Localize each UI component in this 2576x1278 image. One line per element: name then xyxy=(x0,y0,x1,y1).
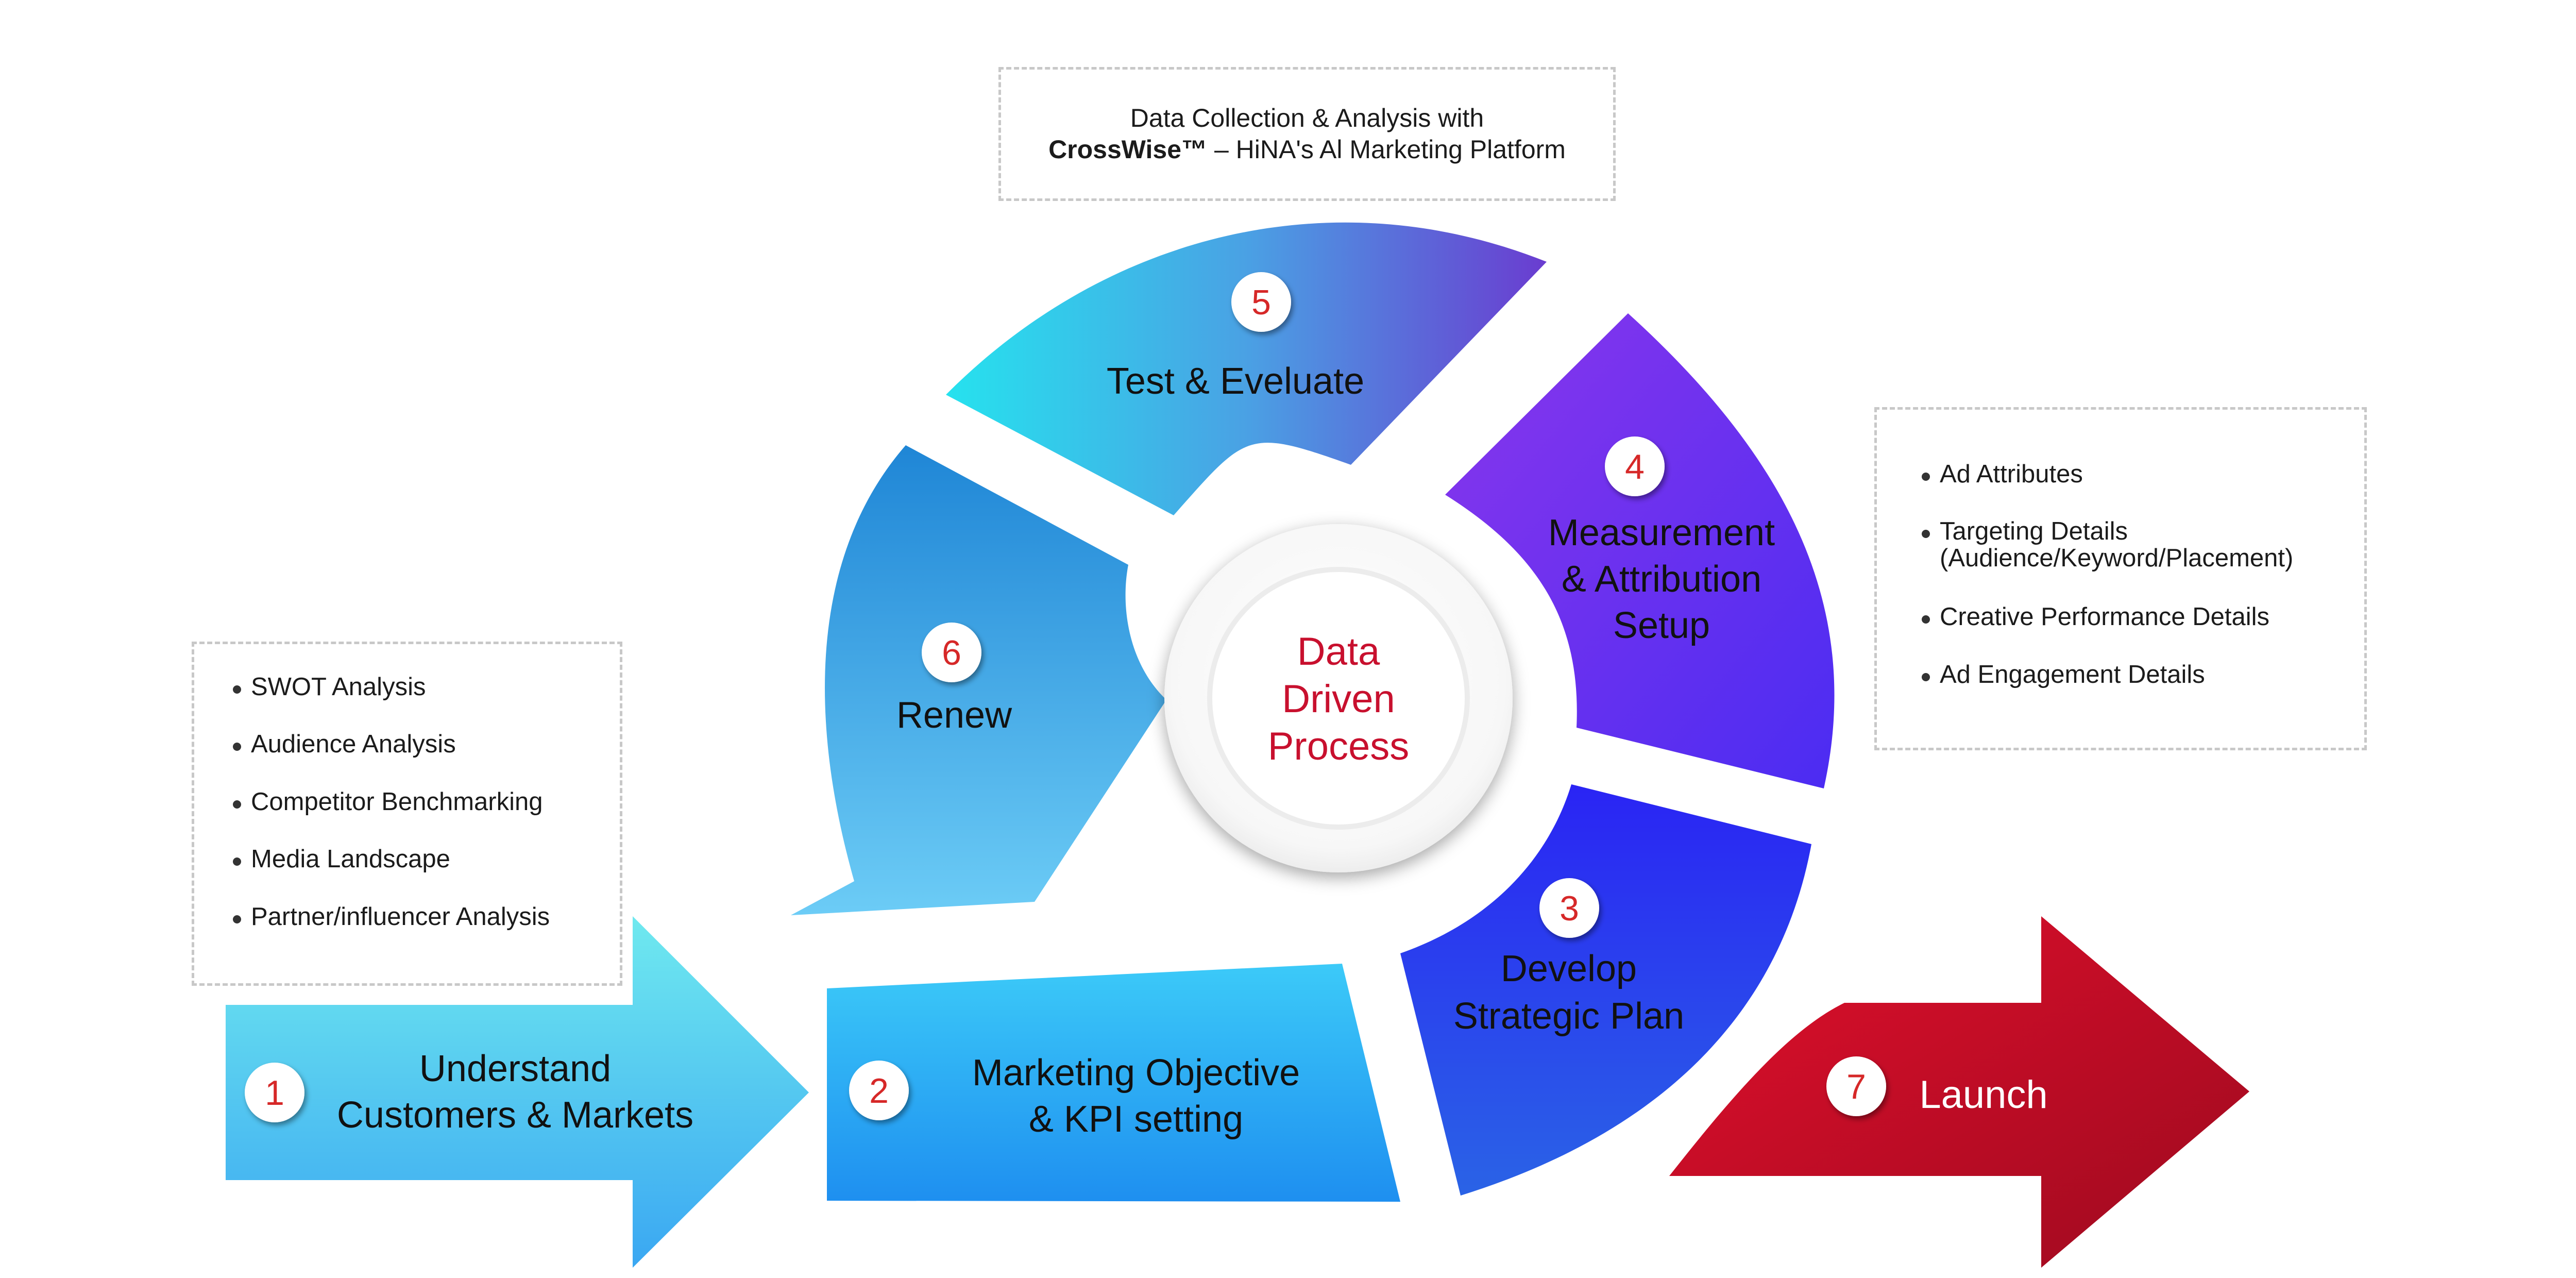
step-2-label-line-2: & KPI setting xyxy=(1029,1099,1243,1140)
step-1-label-line-1: Understand xyxy=(419,1048,611,1089)
bullet-icon xyxy=(1922,530,1930,539)
step-2-block xyxy=(827,964,1400,1202)
measurement-note: Ad Attributes Targeting Details(Audience… xyxy=(1874,407,2367,750)
center-title-line-1: Data xyxy=(1297,630,1380,674)
list-item: SWOT Analysis xyxy=(233,674,620,700)
measurement-list: Ad Attributes Targeting Details(Audience… xyxy=(1922,461,2364,688)
step-7-badge: 7 xyxy=(1826,1056,1886,1116)
bullet-icon xyxy=(233,915,241,923)
step-7-number: 7 xyxy=(1846,1067,1866,1106)
data-collection-note: Data Collection & Analysis with CrossWis… xyxy=(998,67,1616,201)
step-4-number: 4 xyxy=(1625,447,1645,486)
platform-description: – HiNA's Al Marketing Platform xyxy=(1207,135,1566,164)
step-3-number: 3 xyxy=(1560,889,1579,928)
step-1-badge: 1 xyxy=(245,1063,304,1122)
crosswise-brand: CrossWise™ xyxy=(1048,135,1208,164)
step-4-label-line-1: Measurement xyxy=(1548,512,1775,553)
step-5-number: 5 xyxy=(1251,283,1271,322)
step-7-label: Launch xyxy=(1919,1073,2047,1117)
center-title-line-3: Process xyxy=(1268,725,1410,768)
data-collection-note-line-2: CrossWise™ – HiNA's Al Marketing Platfor… xyxy=(1001,134,1613,165)
bullet-icon xyxy=(1922,615,1930,624)
step-4-label-line-2: & Attribution xyxy=(1562,559,1761,600)
step-3-label-line-2: Strategic Plan xyxy=(1453,996,1684,1037)
step-6-number: 6 xyxy=(942,633,961,672)
step-5-segment xyxy=(946,222,1547,515)
step-1-number: 1 xyxy=(265,1073,284,1113)
data-collection-note-line-1: Data Collection & Analysis with xyxy=(1130,104,1484,132)
step-4-label-line-3: Setup xyxy=(1613,605,1710,646)
step-4-badge: 4 xyxy=(1605,436,1665,496)
bullet-icon xyxy=(1922,473,1930,481)
bullet-icon xyxy=(233,857,241,866)
list-item: Ad Attributes xyxy=(1922,461,2364,487)
center-title-line-2: Driven xyxy=(1282,677,1395,721)
research-note: SWOT Analysis Audience Analysis Competit… xyxy=(192,642,622,986)
step-2-badge: 2 xyxy=(849,1061,909,1120)
step-6-label: Renew xyxy=(896,695,1012,736)
list-item: Audience Analysis xyxy=(233,731,620,758)
list-item: Targeting Details(Audience/Keyword/Place… xyxy=(1922,518,2364,572)
step-4-segment xyxy=(1445,313,1835,788)
list-item: Ad Engagement Details xyxy=(1922,661,2364,688)
step-3-label-line-1: Develop xyxy=(1501,948,1637,989)
list-item: Partner/influencer Analysis xyxy=(233,903,620,930)
step-6-arrow xyxy=(791,445,1166,915)
step-2-label-line-1: Marketing Objective xyxy=(972,1052,1300,1094)
research-list: SWOT Analysis Audience Analysis Competit… xyxy=(233,674,620,930)
list-item: Competitor Benchmarking xyxy=(233,788,620,815)
step-6-badge: 6 xyxy=(922,623,981,682)
step-3-badge: 3 xyxy=(1539,878,1599,938)
step-3-segment xyxy=(1400,784,1811,1196)
step-5-label: Test & Eveluate xyxy=(1107,361,1364,402)
list-item: Media Landscape xyxy=(233,846,620,872)
bullet-icon xyxy=(1922,672,1930,681)
step-1-arrow xyxy=(226,916,809,1268)
step-5-badge: 5 xyxy=(1231,272,1291,332)
bullet-icon xyxy=(233,685,241,694)
step-7-launch-arrow xyxy=(1669,916,2249,1268)
step-2-number: 2 xyxy=(869,1071,889,1111)
center-hub: Data Driven Process xyxy=(1164,524,1513,872)
bullet-icon xyxy=(233,743,241,751)
step-1-label-line-2: Customers & Markets xyxy=(337,1095,693,1136)
list-item: Creative Performance Details xyxy=(1922,604,2364,630)
bullet-icon xyxy=(233,800,241,809)
list-item-subtext: (Audience/Keyword/Placement) xyxy=(1940,544,2294,572)
